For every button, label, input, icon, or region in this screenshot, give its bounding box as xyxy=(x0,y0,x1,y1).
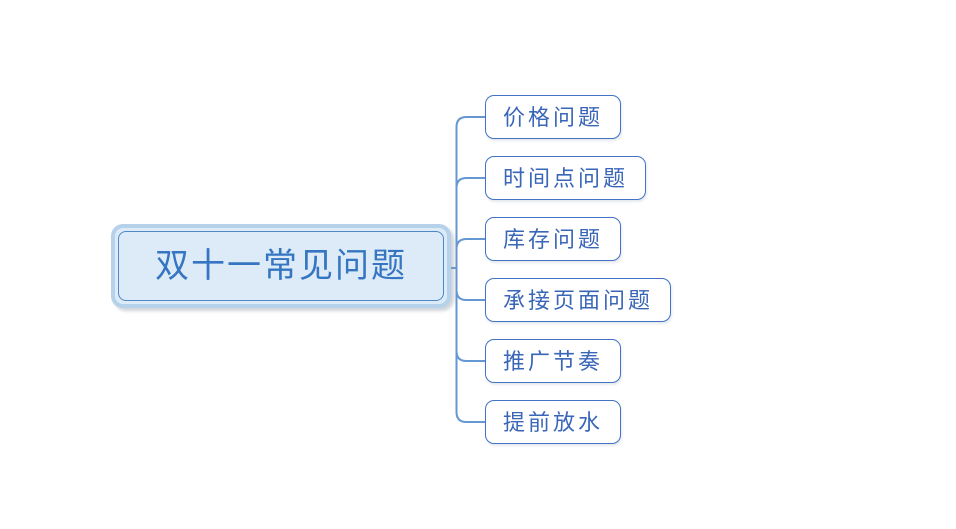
root-topic-label: 双十一常见问题 xyxy=(155,248,407,285)
child-topic-label: 库存问题 xyxy=(503,227,604,252)
child-topic-label: 推广节奏 xyxy=(503,349,604,374)
root-topic-inner-border: 双十一常见问题 xyxy=(118,231,444,301)
child-topic-landing-page[interactable]: 承接页面问题 xyxy=(485,278,672,322)
child-topic-label: 时间点问题 xyxy=(503,166,629,191)
child-topic-inventory[interactable]: 库存问题 xyxy=(485,217,622,261)
child-topic-timing[interactable]: 时间点问题 xyxy=(485,156,647,200)
child-topic-promotion-rhythm[interactable]: 推广节奏 xyxy=(485,339,622,383)
child-topic-early-release[interactable]: 提前放水 xyxy=(485,400,622,444)
root-topic[interactable]: 双十一常见问题 xyxy=(111,224,451,308)
child-topic-price[interactable]: 价格问题 xyxy=(485,95,622,139)
child-topic-label: 价格问题 xyxy=(503,105,604,130)
child-topic-label: 提前放水 xyxy=(503,410,604,435)
child-topic-label: 承接页面问题 xyxy=(503,288,654,313)
